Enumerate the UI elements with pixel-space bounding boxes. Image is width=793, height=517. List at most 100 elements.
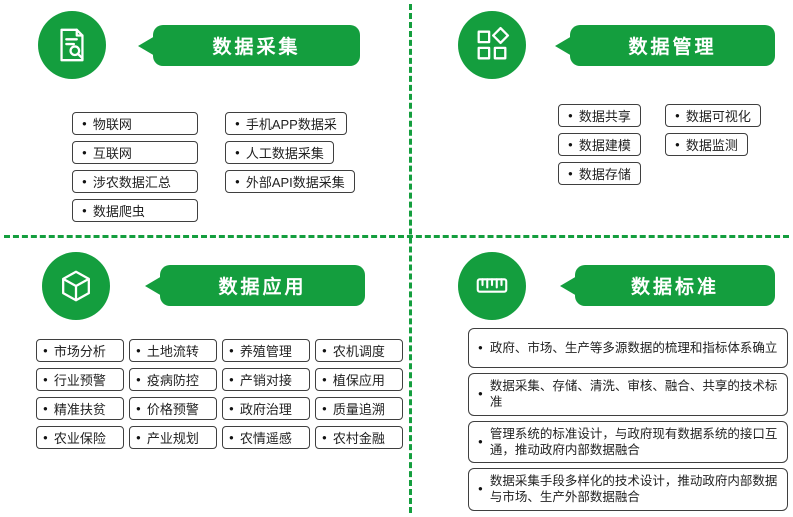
- bullet-icon: ●: [322, 404, 327, 413]
- list-item: ● 数据可视化: [665, 104, 761, 127]
- shapes-grid-icon: [477, 26, 510, 60]
- bullet-icon: ●: [568, 169, 573, 178]
- list-item: ●行业预警: [36, 368, 124, 391]
- bullet-icon: ●: [568, 140, 573, 149]
- list-item: ● 价格预警: [129, 397, 217, 420]
- item-label: 涉农数据汇总: [92, 175, 171, 190]
- list-item: ● 人工数据采集: [225, 141, 334, 164]
- list-item: ● 手机APP数据采: [225, 112, 347, 135]
- list-item: ● 数据存储: [558, 162, 641, 185]
- bullet-icon: ●: [229, 404, 234, 413]
- bullet-icon: ●: [229, 375, 234, 384]
- item-label: 质量追溯: [332, 402, 385, 417]
- item-label: 农业保险: [53, 431, 106, 446]
- item-label: 互联网: [92, 146, 132, 161]
- divider-horizontal: [4, 235, 789, 238]
- item-label: 数据监测: [685, 138, 738, 153]
- divider-vertical: [409, 4, 412, 513]
- bullet-icon: ●: [478, 436, 483, 446]
- item-label: 政府、市场、生产等多源数据的梳理和指标体系确立: [489, 340, 778, 355]
- bullet-icon: ●: [82, 119, 87, 128]
- list-item: ● 互联网: [72, 141, 198, 164]
- item-label: 市场分析: [53, 344, 106, 359]
- bullet-icon: ●: [322, 375, 327, 384]
- bullet-icon: ●: [478, 484, 483, 494]
- bullet-icon: ●: [82, 148, 87, 157]
- item-label: 数据建模: [578, 138, 631, 153]
- section-title: 数据管理: [628, 37, 717, 58]
- bullet-icon: ●: [322, 433, 327, 442]
- list-item: ● 管理系统的标准设计，与政府现有数据系统的接口互通，推动政府内部数据融合: [468, 420, 788, 463]
- item-label: 数据可视化: [685, 109, 751, 124]
- item-label: 产业规划: [146, 431, 199, 446]
- ruler-icon: [476, 278, 508, 293]
- list-item: ● 数据监测: [665, 133, 748, 156]
- item-label: 数据采集手段多样化的技术设计，推动政府内部数据与市场、生产外部数据融合: [489, 474, 778, 505]
- list-item: ● 数据爬虫: [72, 199, 198, 222]
- item-label: 数据存储: [578, 167, 631, 182]
- bullet-icon: ●: [229, 433, 234, 442]
- item-label: 物联网: [92, 117, 132, 132]
- item-label: 外部API数据采集: [245, 175, 345, 190]
- item-label: 农机调度: [332, 344, 385, 359]
- bullet-icon: ●: [43, 375, 48, 384]
- item-label: 数据共享: [578, 109, 631, 124]
- banner-data-application: 数据应用: [160, 265, 365, 306]
- item-label: 疫病防控: [146, 373, 199, 388]
- bullet-icon: ●: [478, 389, 483, 399]
- data-standard-badge: [458, 252, 526, 320]
- item-label: 人工数据采集: [245, 146, 324, 161]
- list-item: ● 市场分析: [36, 339, 124, 362]
- list-item: ● 土地流转: [129, 339, 217, 362]
- list-item: ●政府、市场、生产等多源数据的梳理和指标体系确立: [468, 328, 788, 368]
- item-label: 植保应用: [332, 373, 385, 388]
- list-item: ● 数据采集手段多样化的技术设计，推动政府内部数据与市场、生产外部数据融合: [468, 468, 788, 511]
- list-item: ● 农机调度: [315, 339, 403, 362]
- item-label: 价格预警: [146, 402, 199, 417]
- list-item: ● 物联网: [72, 112, 198, 135]
- item-label: 数据采集、存储、清洗、审核、融合、共享的技术标准: [489, 379, 778, 410]
- bullet-icon: ●: [82, 177, 87, 186]
- data-management-badge: [458, 11, 526, 79]
- data-collection-badge: [38, 11, 106, 79]
- banner-data-standard: 数据标准: [575, 265, 775, 306]
- item-label: 精准扶贫: [53, 402, 106, 417]
- bullet-icon: ●: [235, 177, 240, 186]
- bullet-icon: ●: [82, 206, 87, 215]
- item-label: 产销对接: [239, 373, 292, 388]
- section-title: 数据采集: [212, 37, 301, 58]
- section-title: 数据应用: [218, 277, 307, 298]
- list-item: ● 农情遥感: [222, 426, 310, 449]
- list-item: ● 外部API数据采集: [225, 170, 355, 193]
- bullet-icon: ●: [675, 140, 680, 149]
- bullet-icon: ●: [235, 148, 240, 157]
- list-item: ● 涉农数据汇总: [72, 170, 198, 193]
- item-label: 管理系统的标准设计，与政府现有数据系统的接口互通，推动政府内部数据融合: [489, 426, 778, 457]
- bullet-icon: ●: [43, 346, 48, 355]
- list-item: ● 数据共享: [558, 104, 641, 127]
- cube-icon: [62, 270, 90, 302]
- item-label: 农村金融: [332, 431, 385, 446]
- banner-data-collection: 数据采集: [153, 25, 360, 66]
- bullet-icon: ●: [136, 346, 141, 355]
- item-label: 农情遥感: [239, 431, 292, 446]
- bullet-icon: ●: [675, 111, 680, 120]
- list-item: ●政府治理: [222, 397, 310, 420]
- bullet-icon: ●: [136, 433, 141, 442]
- bullet-icon: ●: [43, 433, 48, 442]
- bullet-icon: ●: [322, 346, 327, 355]
- list-item: ● 数据建模: [558, 133, 641, 156]
- bullet-icon: ●: [235, 119, 240, 128]
- bullet-icon: ●: [136, 404, 141, 413]
- bullet-icon: ●: [568, 111, 573, 120]
- list-item: ●养殖管理: [222, 339, 310, 362]
- banner-data-management: 数据管理: [570, 25, 775, 66]
- item-label: 数据爬虫: [92, 204, 145, 219]
- section-title: 数据标准: [630, 277, 719, 298]
- list-item: ● 产业规划: [129, 426, 217, 449]
- item-label: 土地流转: [146, 344, 199, 359]
- item-label: 手机APP数据采: [245, 117, 337, 132]
- bullet-icon: ●: [43, 404, 48, 413]
- document-search-icon: [60, 28, 84, 62]
